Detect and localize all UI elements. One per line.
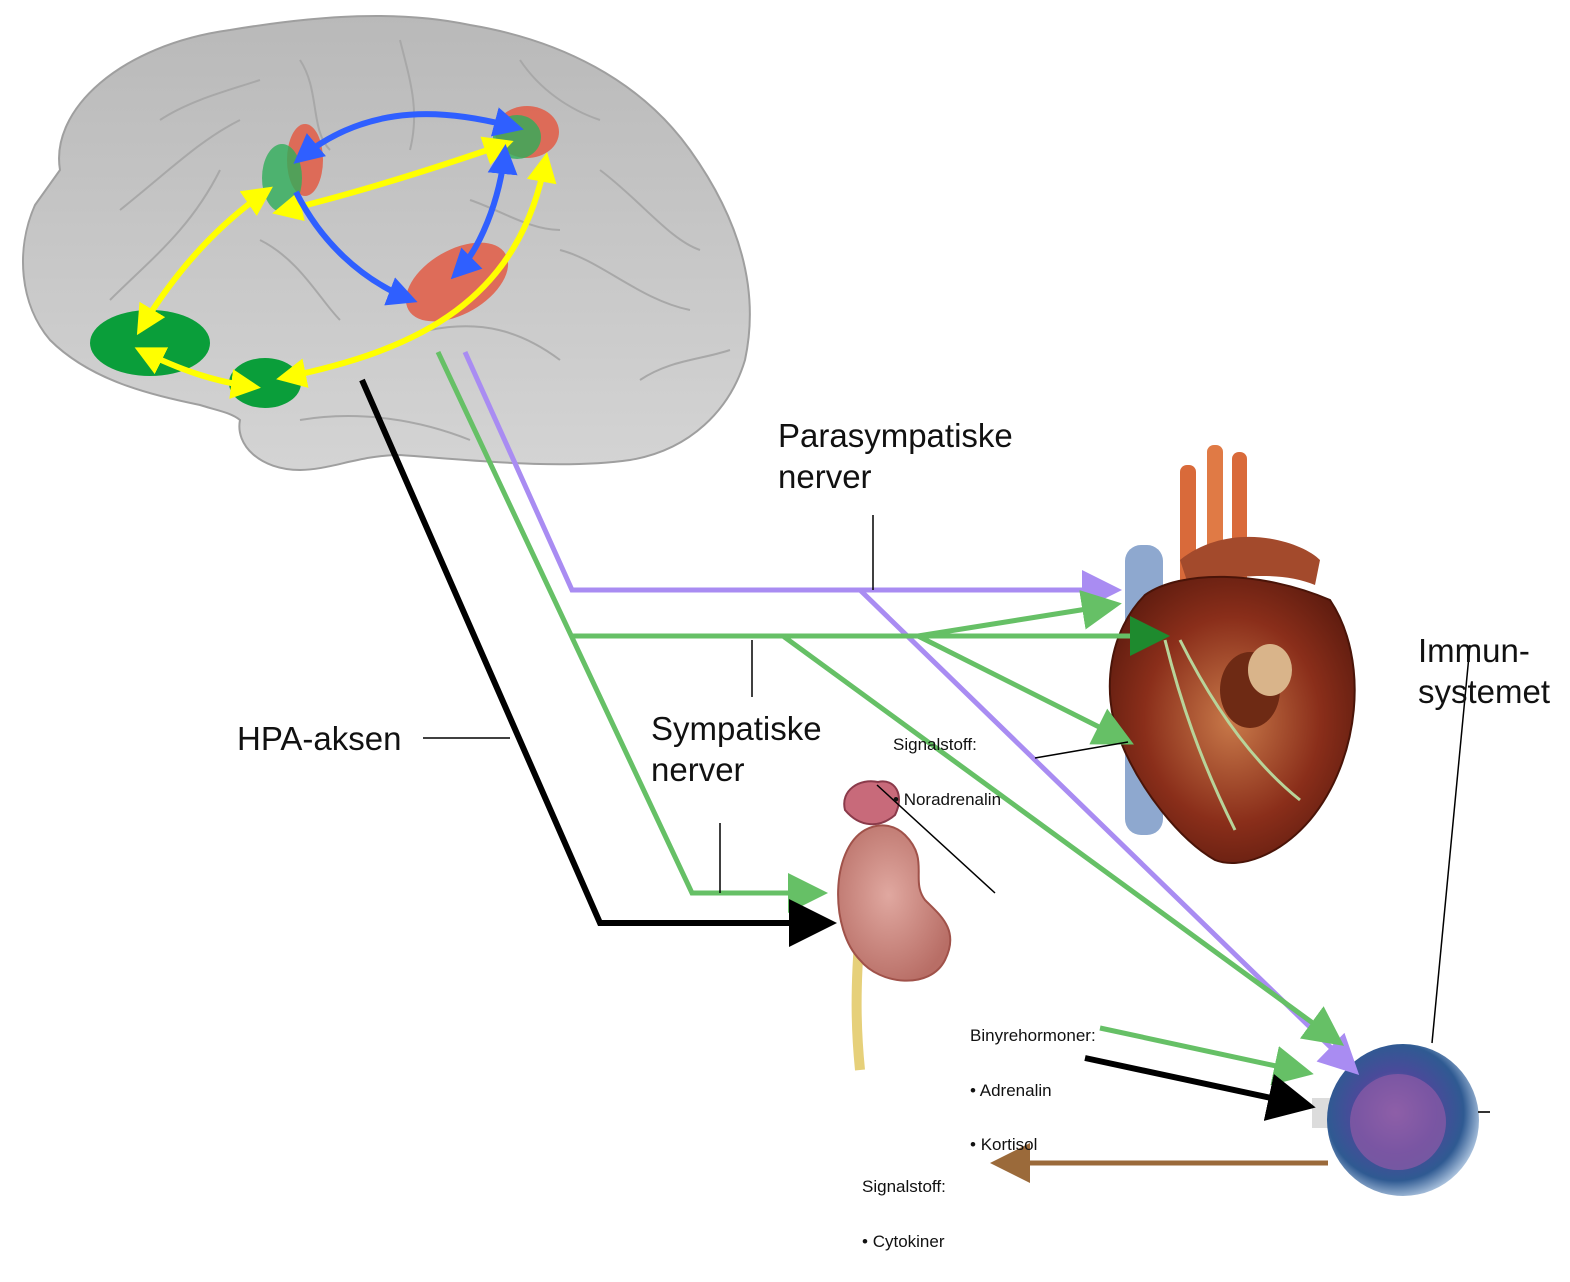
heart-illustration xyxy=(1110,445,1355,863)
hpa-label: HPA-aksen xyxy=(237,718,401,759)
hormone-item: Adrenalin xyxy=(970,1077,1096,1104)
sympathetic-to-heart-arrow xyxy=(918,605,1112,636)
cytokine-signal-label: Signalstoff: Cytokiner xyxy=(862,1146,946,1282)
brain-illustration xyxy=(23,16,750,470)
hormones-heading: Binyrehormoner: xyxy=(970,1022,1096,1049)
signal-item: Noradrenalin xyxy=(893,786,1001,813)
brain-region-green xyxy=(262,144,302,212)
parasympatiske-label: Parasympatiske nerver xyxy=(778,415,1013,498)
brain-region-green xyxy=(90,310,210,376)
hormone-item: Kortisol xyxy=(970,1131,1096,1158)
noradrenalin-leader-line xyxy=(1035,742,1128,758)
immune-cell-illustration xyxy=(1312,1044,1490,1196)
immun-label: Immun- systemet xyxy=(1418,630,1550,713)
adrenal-hormones-label: Binyrehormoner: Adrenalin Kortisol xyxy=(970,995,1096,1185)
noradrenalin-signal-label: Signalstoff: Noradrenalin xyxy=(893,704,1001,840)
cytokine-heading: Signalstoff: xyxy=(862,1173,946,1200)
cytokine-item: Cytokiner xyxy=(862,1228,946,1255)
sympatiske-label: Sympatiske nerver xyxy=(651,708,822,791)
diagram-canvas xyxy=(0,0,1570,1204)
signal-heading: Signalstoff: xyxy=(893,731,1001,758)
